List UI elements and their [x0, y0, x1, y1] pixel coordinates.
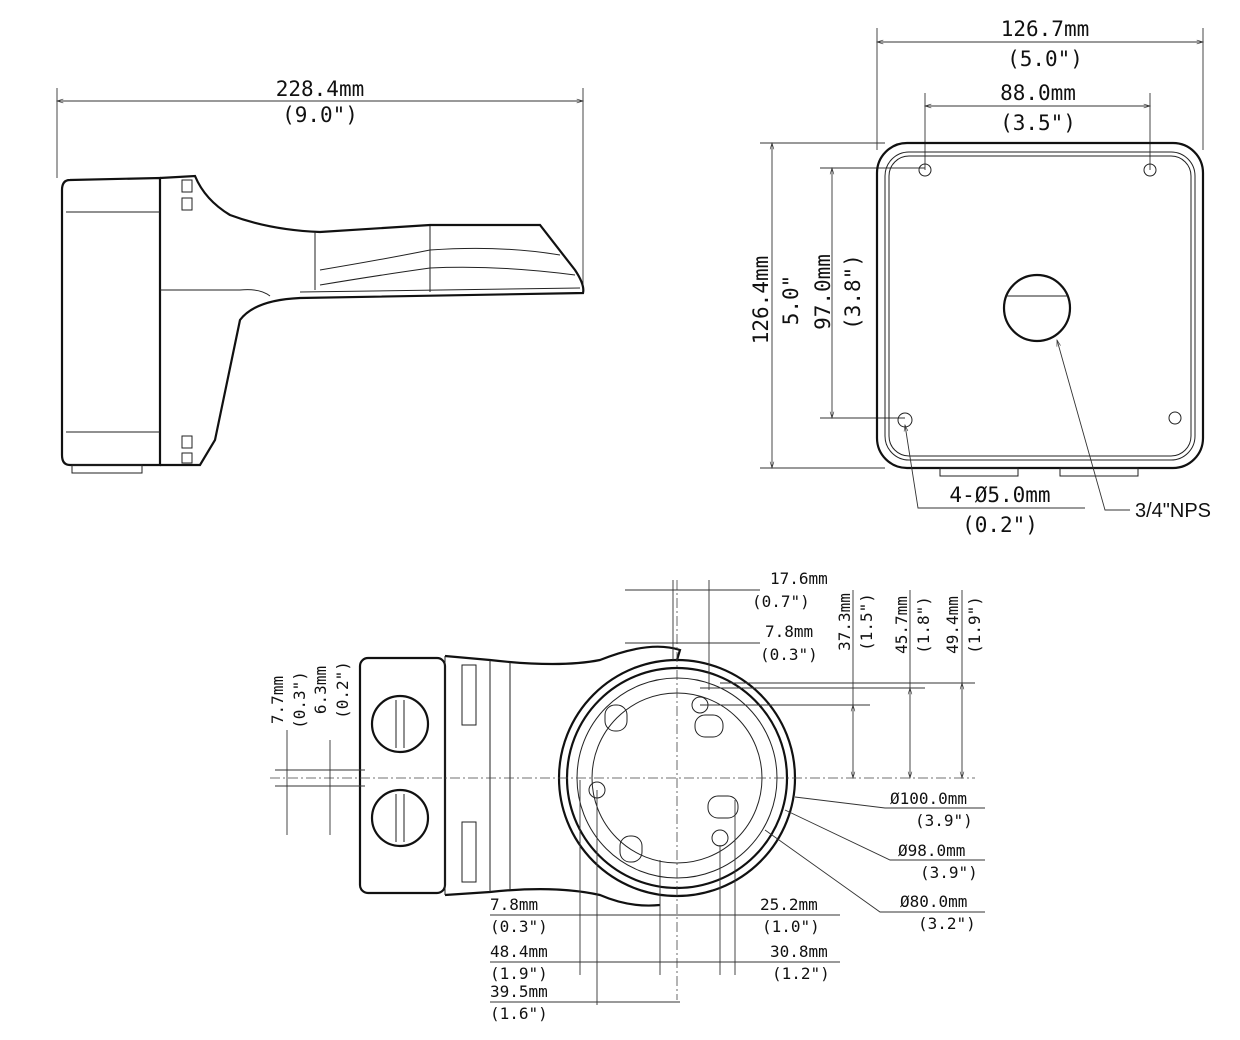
v1-in-label: (1.5") — [857, 593, 876, 651]
nps-port — [1002, 273, 1072, 343]
side-view: 228.4mm (9.0") — [55, 77, 585, 474]
d2-mm-label: 7.8mm — [765, 622, 813, 641]
c2-in-label: (3.9") — [920, 863, 978, 882]
holes-mm-label: 4-Ø5.0mm — [949, 483, 1050, 507]
l1-in-label: (0.3") — [290, 671, 309, 729]
hole-spacing-in-label: (3.5") — [1000, 111, 1076, 135]
v2-mm-label: 45.7mm — [892, 596, 911, 654]
width-mm-label: 228.4mm — [276, 77, 365, 101]
v3-mm-label: 49.4mm — [943, 596, 962, 654]
l1-mm-label: 7.7mm — [268, 676, 287, 724]
b4-mm-label: 30.8mm — [770, 942, 828, 961]
v2-in-label: (1.8") — [914, 596, 933, 654]
b1-mm-label: 7.8mm — [490, 895, 538, 914]
b2-in-label: (1.0") — [762, 917, 820, 936]
c2-mm-label: Ø98.0mm — [898, 841, 965, 860]
port-label: 3/4"NPS — [1135, 500, 1211, 522]
d2-in-label: (0.3") — [760, 645, 818, 664]
mounting-hole — [1143, 163, 1157, 177]
v3-in-label: (1.9") — [965, 596, 984, 654]
b2-mm-label: 25.2mm — [760, 895, 818, 914]
hole-vspacing-mm-label: 97.0mm — [811, 254, 835, 330]
b5-in-label: (1.6") — [490, 1004, 548, 1023]
mounting-box-outline — [875, 141, 1205, 470]
b3-mm-label: 48.4mm — [490, 942, 548, 961]
mounting-hole — [897, 412, 913, 428]
width-in-label: (9.0") — [282, 103, 358, 127]
c3-in-label: (3.2") — [918, 914, 976, 933]
front-width-in-label: (5.0") — [1007, 47, 1083, 71]
c1-mm-label: Ø100.0mm — [890, 789, 967, 808]
d1-in-label: (0.7") — [752, 592, 810, 611]
l2-mm-label: 6.3mm — [311, 666, 330, 714]
c1-in-label: (3.9") — [915, 811, 973, 830]
b1-in-label: (0.3") — [490, 917, 548, 936]
hole-spacing-mm-label: 88.0mm — [1000, 81, 1076, 105]
mounting-hole — [918, 163, 932, 177]
front-height-in-label: 5.0" — [779, 275, 803, 326]
v1-mm-label: 37.3mm — [835, 593, 854, 651]
c3-mm-label: Ø80.0mm — [900, 892, 967, 911]
b3-in-label: (1.9") — [490, 964, 548, 983]
bottom-view: 17.6mm (0.7") 7.8mm (0.3") 37.3mm (1.5")… — [268, 569, 985, 1023]
l2-in-label: (0.2") — [333, 661, 352, 719]
front-view: 126.7mm (5.0") 88.0mm (3.5") 126.4mm 5.0… — [749, 17, 1211, 537]
d1-mm-label: 17.6mm — [770, 569, 828, 588]
front-height-mm-label: 126.4mm — [749, 256, 773, 345]
holes-in-label: (0.2") — [962, 513, 1038, 537]
b5-mm-label: 39.5mm — [490, 982, 548, 1001]
b4-in-label: (1.2") — [772, 964, 830, 983]
front-width-mm-label: 126.7mm — [1001, 17, 1090, 41]
mounting-hole — [1168, 411, 1182, 425]
hole-vspacing-in-label: (3.8") — [841, 254, 865, 330]
